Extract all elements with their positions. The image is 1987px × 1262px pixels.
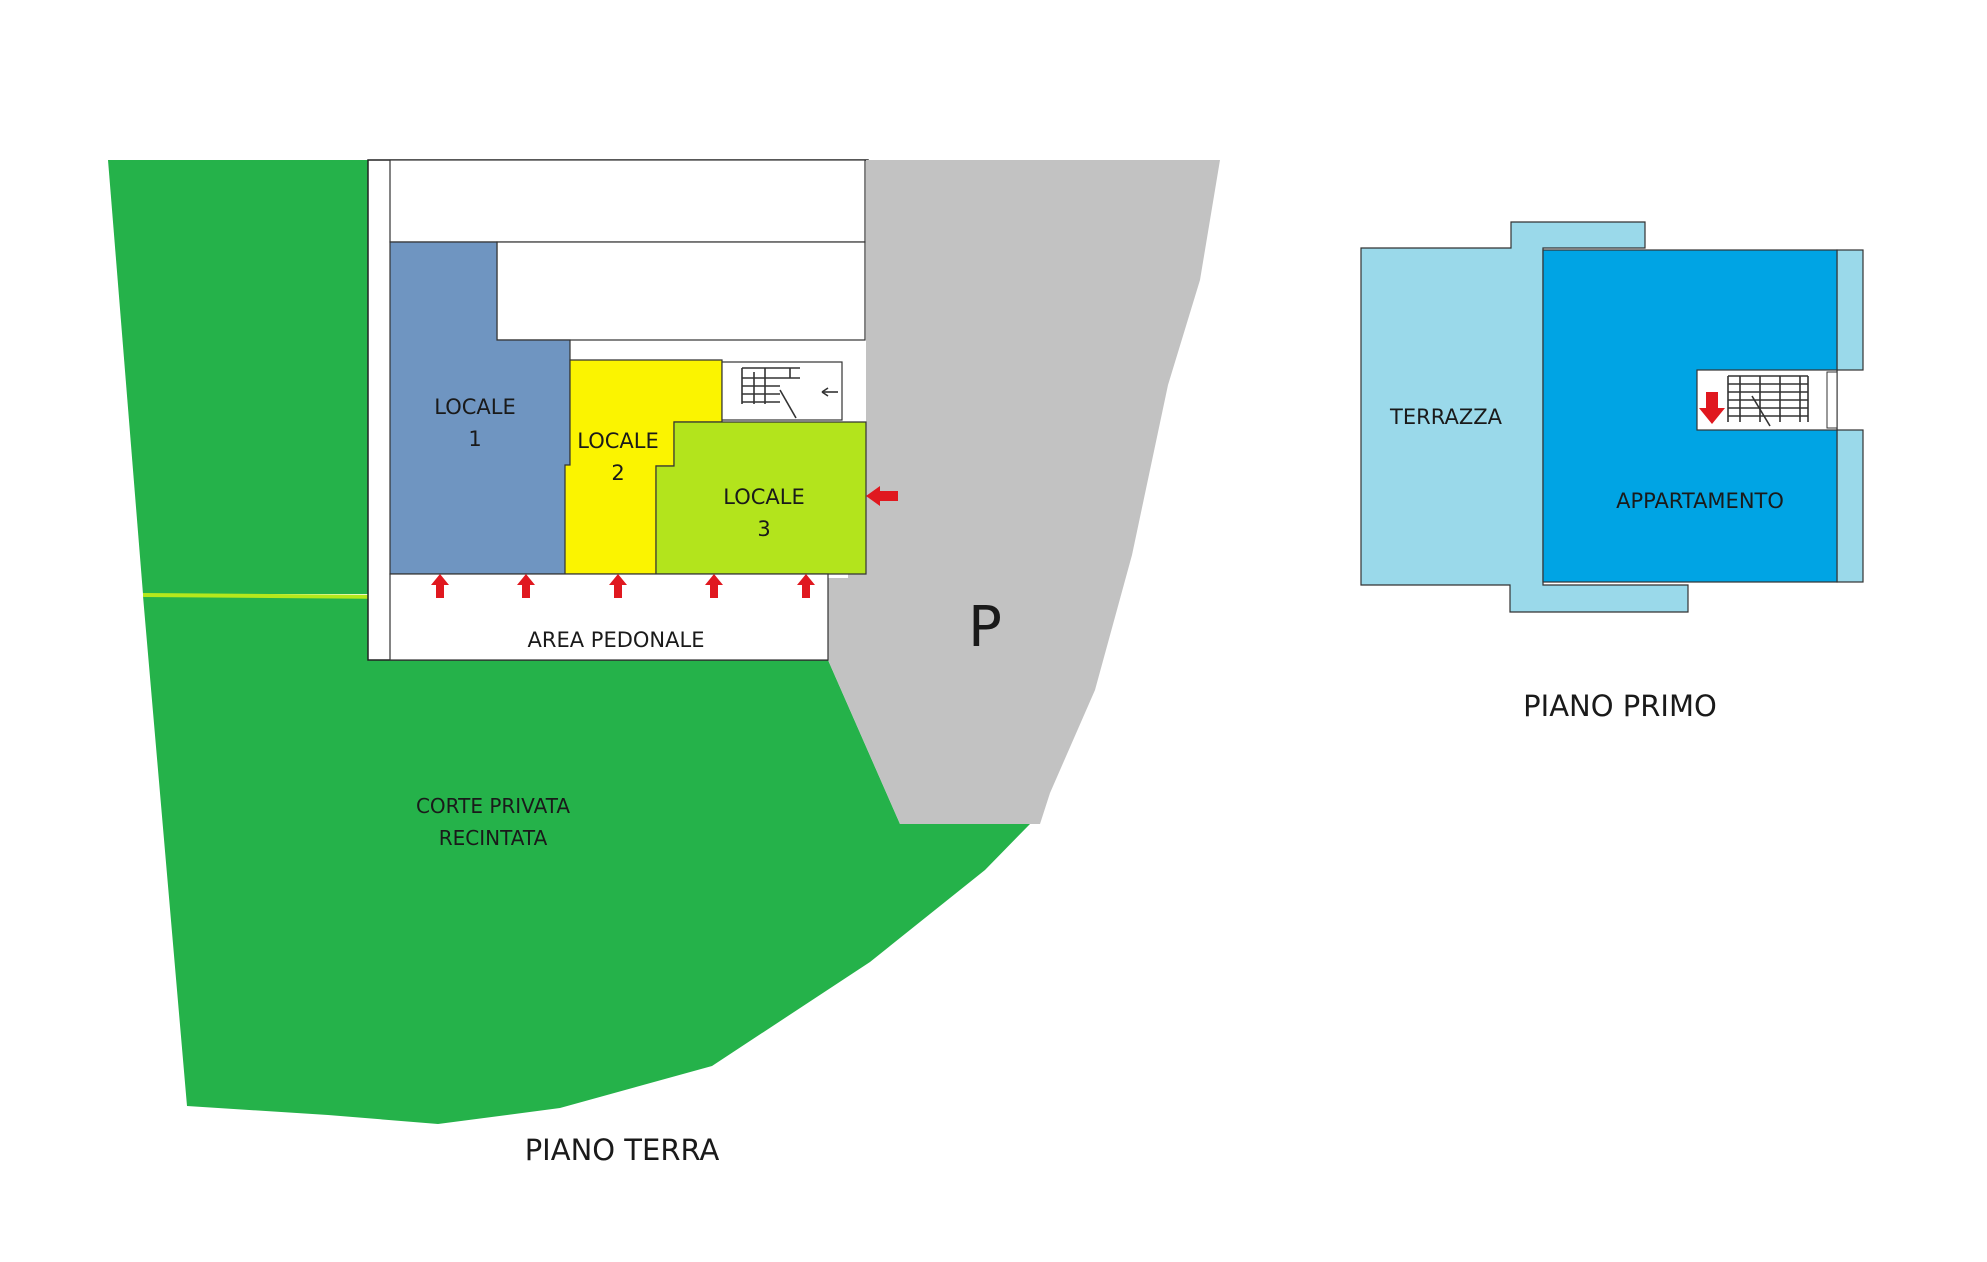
garden-label-line-2: RECINTATA: [439, 826, 548, 850]
terrace-label: TERRAZZA: [1389, 405, 1503, 429]
ground-floor-title: PIANO TERRA: [525, 1133, 720, 1167]
stair-steps: [741, 367, 838, 419]
ground-floor-plan: LOCALE 1 LOCALE 2 LOCALE 3 AREA PEDONALE…: [108, 159, 1220, 1167]
first-floor-stair-steps: [1727, 375, 1809, 427]
locale-3-label: LOCALE: [723, 485, 804, 509]
locale-2-number: 2: [611, 461, 624, 485]
private-garden-north: [108, 160, 368, 594]
private-garden-south: [143, 596, 1030, 1124]
parking-label: P: [968, 595, 1002, 660]
garden-label-line-1: CORTE PRIVATA: [416, 794, 570, 818]
side-entrance-arrow-icon: [866, 486, 898, 506]
stair-down-arrow-icon: [1699, 392, 1725, 424]
garden-divider-line: [142, 593, 391, 599]
parking-area: [828, 160, 1220, 824]
apartment-label: APPARTAMENTO: [1616, 489, 1784, 513]
pedestrian-area: [389, 573, 829, 661]
rear-corridor: [389, 159, 866, 243]
pedestrian-area-label: AREA PEDONALE: [528, 628, 705, 652]
terrace-strip-bottom: [1836, 429, 1864, 583]
terrace-strip-top: [1836, 249, 1864, 371]
locale-3-number: 3: [757, 517, 770, 541]
stair-landing: [1826, 371, 1838, 429]
locale-1-label: LOCALE: [434, 395, 515, 419]
first-floor-title: PIANO PRIMO: [1523, 689, 1717, 723]
storage-room: [496, 241, 866, 341]
terrace-area: [1360, 221, 1689, 613]
first-floor-plan: TERRAZZA APPARTAMENTO PIANO PRIMO: [1360, 221, 1864, 723]
locale-1-number: 1: [468, 427, 481, 451]
locale-2-label: LOCALE: [577, 429, 658, 453]
